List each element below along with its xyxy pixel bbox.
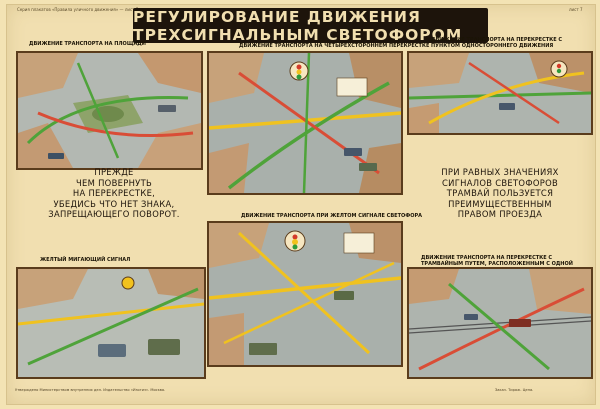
note-left-line: запрещающего поворот. [48,209,180,220]
note-right-line: При равных значениях [441,167,559,177]
print-info-bottom-left: Утверждено Министерством внутренних дел.… [15,388,166,392]
note-left-line: Прежде [94,167,134,177]
yellow-signal-scene [209,223,401,365]
tram-track-scene [409,269,591,377]
note-right-line: правом проезда [457,209,543,220]
illustration-yellow-signal [207,221,403,367]
sheet-number: лист 7 [569,7,583,12]
note-turn-sign: Прежде чем повернуть на перекрестке, убе… [39,167,189,220]
illustration-crossroads [207,51,403,195]
poster: Серия плакатов «Правила уличного движени… [6,4,596,405]
note-left-line: на перекрестке, [72,188,156,199]
illustration-tram-track [407,267,593,379]
print-info-bottom-right: Заказ. Тираж. Цена. [495,388,534,392]
crossroads-scene [209,53,401,193]
flashing-yellow-scene [18,269,204,377]
illustration-one-way [407,51,593,135]
caption-top-middle: движение транспорта на четырехстороннем … [239,43,430,49]
note-right-line: трамвай пользуется [446,188,554,199]
note-right-line: сигналов светофоров [441,177,559,188]
caption-bottom-middle: движение транспорта при желтом сигнале с… [241,213,422,219]
one-way-scene [409,53,591,133]
square-scene [18,53,201,168]
illustration-square [16,51,203,170]
caption-top-left: движение транспорта на площади [29,41,146,47]
print-info-top: Серия плакатов «Правила уличного движени… [17,7,139,12]
caption-top-right: движение транспорта на перекрестке с пун… [431,37,563,49]
poster-title: Регулирование движения трехсигнальным св… [133,8,488,44]
caption-bottom-left: желтый мигающий сигнал [40,257,131,263]
note-left-line: убедись что нет знака, [53,198,175,209]
note-right-line: преимущественным [448,198,552,209]
illustration-flashing-yellow [16,267,206,379]
note-left-line: чем повернуть [75,177,153,188]
note-tram-priority: При равных значениях сигналов светофоров… [415,167,585,220]
